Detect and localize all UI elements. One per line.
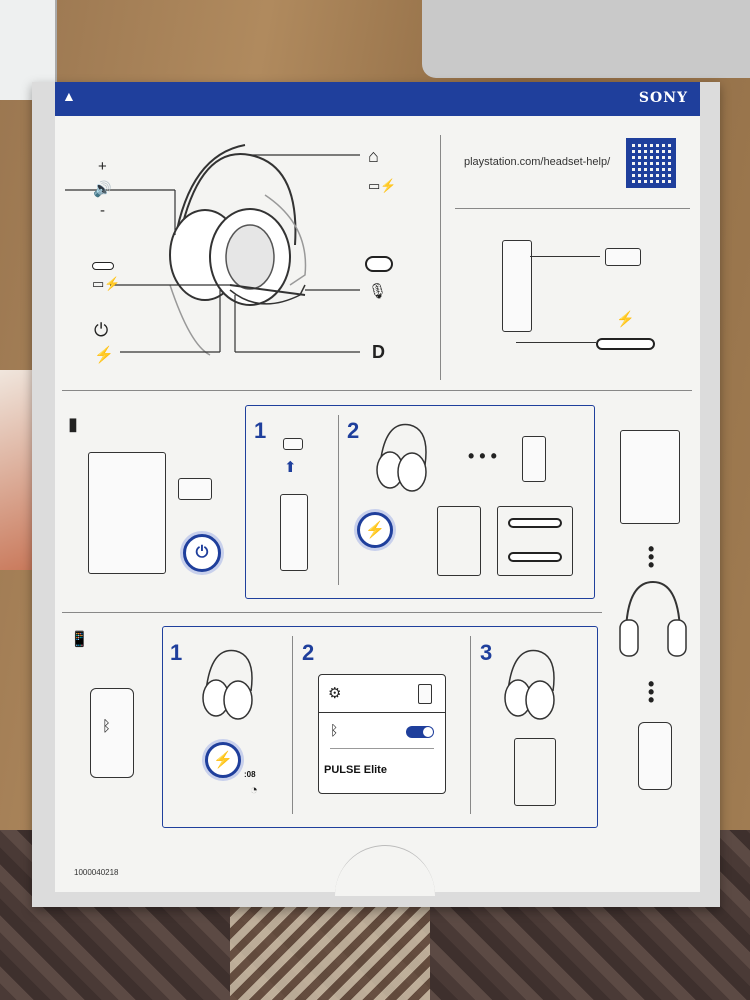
vertical-dots-icon: •••: [648, 539, 655, 575]
adapter-button-icon: [508, 552, 562, 562]
bluetooth-icon: ᛒ: [102, 718, 112, 735]
help-url[interactable]: playstation.com/headset-help/: [464, 156, 611, 168]
gear-icon[interactable]: ⚙: [328, 685, 342, 702]
volume-plus-icon: +: [98, 158, 107, 175]
qr-code[interactable]: [626, 138, 676, 188]
battery-charge-icon: ▭⚡: [368, 178, 397, 193]
adapter-pair-panel: [497, 506, 573, 576]
headset-button-panel: [514, 738, 556, 806]
mic-button-icon: [365, 256, 393, 272]
adapter-button-icon: [508, 518, 562, 528]
device-icon: [418, 684, 432, 704]
usb-port-icon: [605, 248, 641, 266]
headset-front: [619, 580, 687, 657]
ps5-console: [620, 430, 680, 524]
playstation-logo-icon: ▲: [62, 88, 76, 104]
usb-adapter: [502, 240, 532, 332]
hold-timer: :08: [244, 770, 256, 779]
pair-icon: ⚡: [616, 311, 635, 328]
rug-pattern: [230, 900, 430, 1000]
headset-button-panel: [437, 506, 481, 576]
mobile-device-icon: 📱: [70, 631, 89, 648]
divider-vertical: [440, 135, 441, 380]
step-divider: [470, 636, 471, 814]
battery-icon: ▭⚡: [92, 276, 121, 291]
headset-small: [504, 649, 555, 720]
pair-button[interactable]: ⚡: [205, 742, 241, 778]
charging-stand-icon: ⌂: [368, 146, 379, 166]
section-divider-2: [62, 612, 602, 613]
usb-adapter: [280, 494, 308, 571]
ps5-console-icon: ▮: [68, 414, 78, 434]
bluetooth-icon: ᛒ: [330, 722, 339, 738]
arrow-up-icon: ⬆: [284, 459, 297, 476]
pair-icon: ⚡: [94, 347, 114, 364]
headset-small: [376, 423, 427, 492]
usb-port-icon: [283, 438, 303, 450]
step-number: 3: [480, 640, 493, 665]
step-divider: [292, 636, 293, 814]
ellipsis-icon: • • •: [468, 446, 497, 466]
side-button-icon: D: [372, 342, 385, 362]
step-divider: [338, 415, 339, 585]
step-number: 2: [302, 640, 315, 665]
headset-diagram: [65, 144, 360, 356]
section-divider: [62, 390, 692, 391]
vertical-dots-icon: •••: [648, 674, 655, 710]
laptop-corner: [422, 0, 750, 78]
sony-brand: SONY: [638, 90, 688, 106]
timer-icon: ◔: [250, 782, 258, 797]
step-number: 1: [254, 418, 267, 443]
adapter-button-icon: [596, 338, 655, 350]
pair-button[interactable]: ⚡: [357, 512, 393, 548]
product-code: 1000040218: [74, 868, 119, 877]
volume-minus-icon: -: [100, 202, 105, 219]
box-header-band: [55, 82, 700, 116]
bluetooth-toggle[interactable]: [406, 726, 434, 738]
device-list-item[interactable]: PULSE Elite: [324, 764, 387, 776]
step-number: 2: [347, 418, 360, 443]
mic-mute-icon: 🎙: [368, 283, 388, 300]
menu-divider: [330, 748, 434, 749]
power-icon: ⏻: [94, 320, 109, 340]
menu-divider: [318, 712, 445, 713]
usb-port-icon: [178, 478, 212, 500]
headset-small: [202, 649, 253, 720]
ps5-console: [88, 452, 166, 574]
volume-icon: 🔊: [93, 181, 112, 198]
leader-button: [516, 342, 596, 343]
usb-c-port-icon: [92, 262, 114, 270]
divider-horizontal: [455, 208, 690, 209]
phone: [90, 688, 134, 778]
power-button[interactable]: ⏻: [183, 534, 221, 572]
usb-adapter: [522, 436, 546, 482]
phone-icon: [638, 722, 672, 790]
leader-usb: [530, 256, 600, 257]
step-number: 1: [170, 640, 183, 665]
